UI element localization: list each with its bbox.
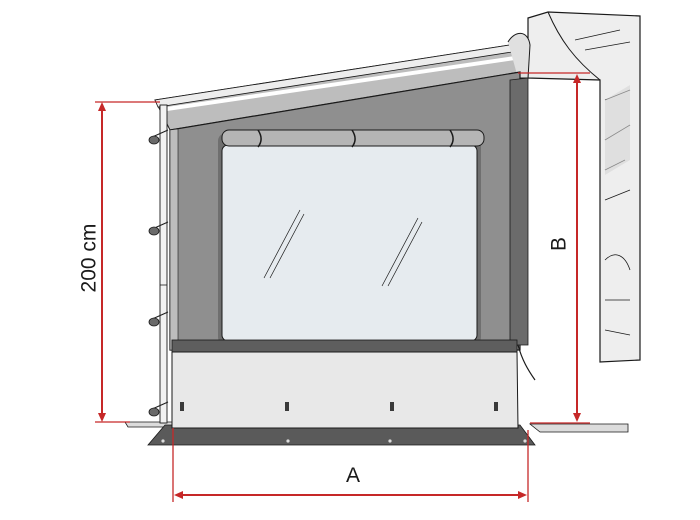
floor-rail (124, 421, 629, 446)
awning-roof (154, 32, 531, 131)
lower-skirt (171, 339, 536, 429)
width-label: A (346, 464, 360, 487)
skirt-pegs (180, 402, 498, 411)
depth-label: B (548, 237, 571, 251)
window (218, 133, 481, 345)
height-dimension: 200 cm (78, 101, 160, 423)
width-dimension: A (172, 428, 529, 502)
depth-dimension: B (518, 72, 590, 424)
height-label: 200 cm (78, 224, 101, 293)
window-roll-bar (221, 129, 485, 148)
caravan-wall (527, 11, 641, 363)
support-pole (148, 104, 169, 424)
